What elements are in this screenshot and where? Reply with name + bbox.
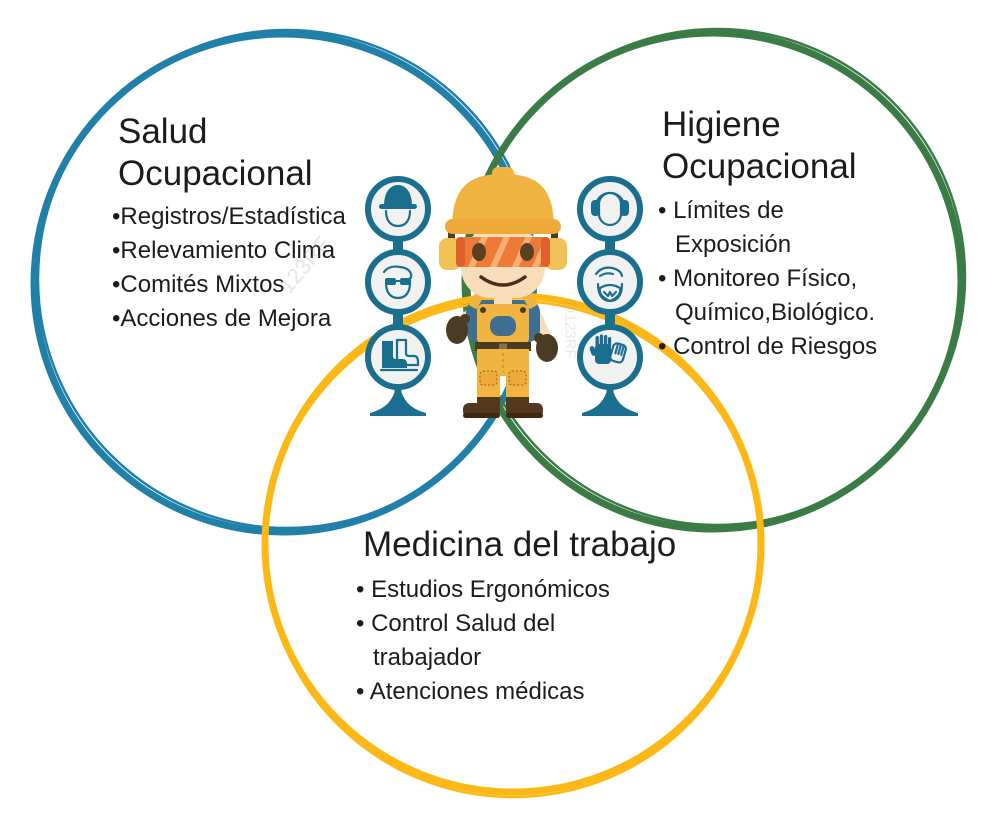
medicina-item: • Atenciones médicas: [356, 678, 585, 705]
worker-head: [439, 167, 567, 298]
higiene-list: • Límites de Exposición • Monitoreo Físi…: [658, 194, 890, 364]
medicina-list: • Estudios Ergonómicos • Control Salud d…: [356, 573, 646, 709]
salud-section: Salud Ocupacional •Registros/Estadística…: [112, 111, 377, 336]
higiene-section: Higiene Ocupacional • Límites de Exposic…: [658, 104, 890, 364]
safety-glasses-icon: [365, 249, 431, 315]
worker-goggles: [456, 237, 550, 267]
worker-earmuff-left: [439, 238, 461, 270]
salud-list: •Registros/Estadística •Relevamiento Cli…: [112, 200, 377, 336]
sign-base: [370, 391, 426, 416]
medicina-section: Medicina del trabajo • Estudios Ergonómi…: [356, 524, 677, 709]
higiene-title-line1: Higiene: [662, 105, 781, 144]
ear-protection-icon: [577, 176, 643, 242]
medicina-title: Medicina del trabajo: [363, 524, 677, 566]
sign-base: [582, 391, 638, 416]
salud-title-line1: Salud: [118, 112, 208, 151]
sign-connector: [393, 236, 403, 252]
higiene-item: • Control de Riesgos: [658, 333, 878, 360]
medicina-item: • Estudios Ergonómicos: [356, 576, 610, 603]
hard-hat-icon: [365, 176, 431, 242]
sign-connector: [605, 236, 615, 252]
salud-title: Salud Ocupacional: [118, 111, 377, 195]
sign-connector: [393, 309, 403, 327]
medicina-item: • Control Salud del trabajador: [356, 610, 556, 671]
salud-title-line2: Ocupacional: [118, 154, 313, 193]
worker-smile: [479, 275, 527, 287]
salud-item: •Registros/Estadística: [112, 203, 346, 230]
salud-item: •Comités Mixtos: [112, 271, 285, 298]
medicina-title-line1: Medicina del trabajo: [363, 525, 677, 564]
salud-item: •Relevamiento Clima: [112, 237, 336, 264]
worker-gloves: [446, 314, 558, 362]
higiene-item: • Monitoreo Físico, Químico,Biológico.: [658, 265, 876, 326]
higiene-title: Higiene Ocupacional: [662, 104, 890, 188]
worker-bib-pocket: [490, 316, 516, 336]
safety-gloves-icon: [577, 324, 643, 390]
higiene-item: • Límites de Exposición: [658, 197, 792, 258]
worker-earmuff-right: [545, 238, 567, 270]
worker-overalls: [469, 291, 537, 344]
respirator-mask-icon: [577, 249, 643, 315]
worker-hard-hat: [445, 167, 561, 234]
safety-boots-icon: [365, 324, 431, 390]
right-icon-sign: [577, 176, 643, 416]
construction-worker: [439, 167, 567, 418]
sign-connector: [605, 309, 615, 327]
solid-glove: [589, 334, 612, 364]
higiene-title-line2: Ocupacional: [662, 147, 857, 186]
salud-item: •Acciones de Mejora: [112, 305, 332, 332]
worker-boots: [463, 397, 543, 418]
left-icon-sign: [365, 176, 431, 416]
